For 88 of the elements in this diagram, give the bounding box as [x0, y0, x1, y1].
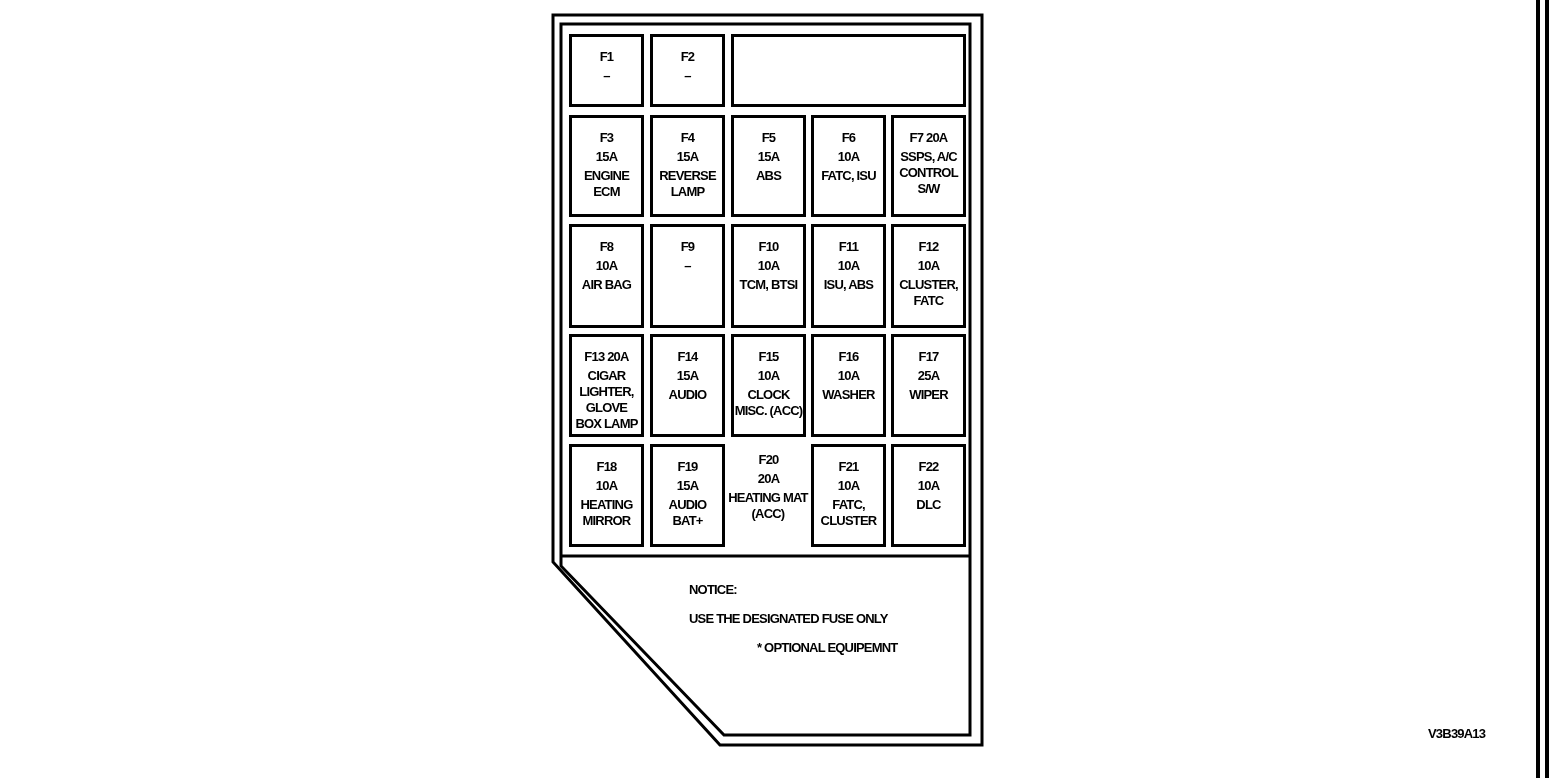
fuse-label: F19 [677, 459, 698, 475]
fuse-label: – [684, 258, 691, 274]
fuse-label: DLC [916, 497, 941, 513]
fuse-box [731, 224, 806, 328]
fuse-label: – [603, 68, 610, 84]
fuse-label: F9 [680, 239, 695, 255]
empty-slot [731, 34, 966, 107]
fuse-box [650, 444, 725, 547]
fuse-label: 10A [837, 478, 860, 494]
fuse-label: 15A [595, 149, 618, 165]
fuse-box [650, 34, 725, 107]
fuse-box [650, 224, 725, 328]
fuse-label: F4 [680, 130, 695, 146]
fuse-label: 10A [837, 149, 860, 165]
fuse-label: F12 [918, 239, 939, 255]
fuse-label: F1 [599, 49, 614, 65]
fuse-label: FATC, CLUSTER [819, 497, 878, 529]
fuse-label: AIR BAG [581, 277, 632, 293]
fuse-label: REVERSE LAMP [658, 168, 718, 200]
fuse-box [891, 334, 966, 437]
fuse-label: 15A [676, 368, 699, 384]
fuse-box [569, 224, 644, 328]
fuse-label: 15A [676, 149, 699, 165]
fuse-label: F16 [838, 349, 859, 365]
fuse-label: 15A [676, 478, 699, 494]
fuse-box [569, 115, 644, 217]
fuse-label: F5 [761, 130, 776, 146]
fuse-label: F17 [918, 349, 939, 365]
notice-heading: NOTICE: [689, 582, 737, 598]
fuse-box [569, 334, 644, 437]
fuse-label: 10A [917, 478, 940, 494]
fuse-label: AUDIO BAT+ [667, 497, 708, 529]
fuse-label: CLUSTER, FATC [898, 277, 959, 309]
fuse-label: F7 20A [909, 130, 948, 146]
fuse-label: FATC, ISU [821, 168, 876, 184]
fuse-box [811, 115, 886, 217]
fuse-label: 10A [837, 368, 860, 384]
fuse-label: 10A [595, 258, 618, 274]
fuse-box [891, 115, 966, 217]
fuse-box [650, 334, 725, 437]
fuse-label: CLOCK MISC. (ACC) [734, 387, 803, 419]
fuse-box [731, 115, 806, 217]
fuse-label: 10A [757, 368, 780, 384]
fuse-label: F10 [758, 239, 779, 255]
fuse-box [891, 224, 966, 328]
fuse-label: CIGAR LIGHTER, GLOVE BOX LAMP [574, 368, 639, 432]
fuse-label: WIPER [909, 387, 948, 403]
fuse-label: 15A [757, 149, 780, 165]
fuse-label: TCM, BTSI [739, 277, 798, 293]
fuse-box [811, 444, 886, 547]
fuse-label: HEATING MIRROR [579, 497, 634, 529]
fuse-label: AUDIO [668, 387, 707, 403]
fuse-label: F13 20A [584, 349, 629, 365]
fuse-label: F14 [677, 349, 698, 365]
fuse-box [731, 334, 806, 437]
fuse-label: – [684, 68, 691, 84]
fuse-box [811, 224, 886, 328]
fuse-label: F11 [838, 239, 859, 255]
fuse-label: F3 [599, 130, 614, 146]
fuse-box [569, 444, 644, 547]
fuse-box [891, 444, 966, 547]
fuse-label: F2 [680, 49, 695, 65]
fuse-label: 10A [837, 258, 860, 274]
fuse-label: F18 [596, 459, 617, 475]
fuse-label: WASHER [822, 387, 875, 403]
figure-code: V3B39A13 [1428, 726, 1486, 742]
fuse-label: 10A [595, 478, 618, 494]
fuse-label: F22 [918, 459, 939, 475]
fuse-label: 10A [757, 258, 780, 274]
fuse-label: ABS [755, 168, 782, 184]
fuse-label: HEATING MAT (ACC) [727, 490, 810, 522]
notice-text: USE THE DESIGNATED FUSE ONLY [689, 611, 888, 627]
footnote: * OPTIONAL EQUIPEMNT [757, 640, 898, 656]
fuse-box [650, 115, 725, 217]
fuse-label: SSPS, A/C CONTROL S/W [898, 149, 960, 197]
fuse-label: F21 [838, 459, 859, 475]
fuse-panel [553, 15, 983, 746]
fuse-label: ENGINE ECM [582, 168, 631, 200]
fuse-label: 25A [917, 368, 940, 384]
fuse-label: F8 [599, 239, 614, 255]
fuse-label: F6 [841, 130, 856, 146]
fuse-box [569, 34, 644, 107]
fuse-label: ISU, ABS [823, 277, 874, 293]
fuse-label: F20 [757, 452, 780, 468]
fuse-label: 10A [917, 258, 940, 274]
fuse-label: 20A [756, 471, 781, 487]
fuse-box [811, 334, 886, 437]
fuse-label: F15 [758, 349, 779, 365]
